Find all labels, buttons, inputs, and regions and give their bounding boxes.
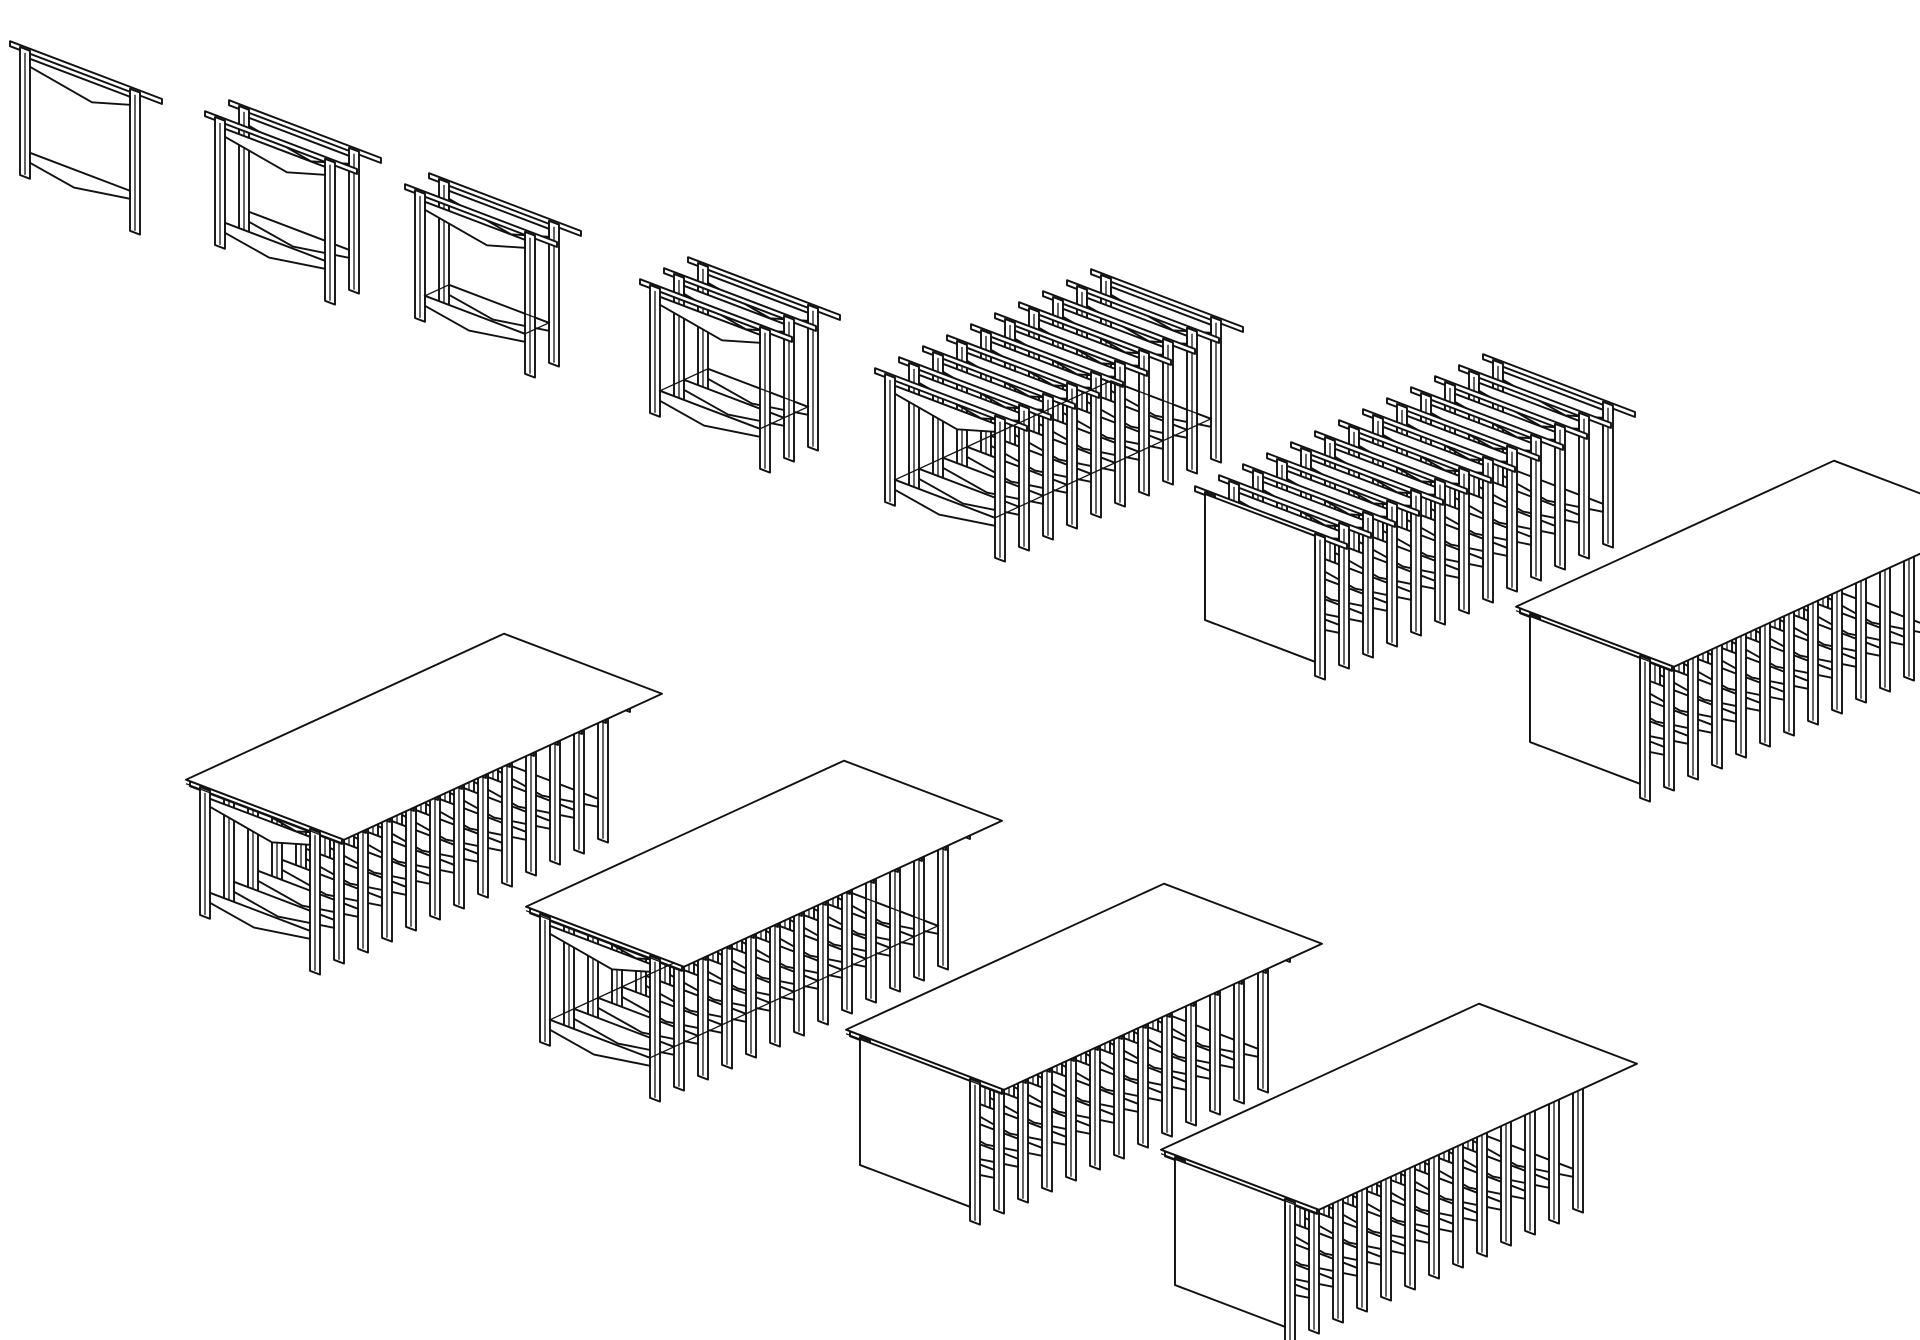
top-panel-edge [1160, 1153, 1320, 1215]
side-panel [1204, 493, 1316, 663]
stage-1 [9, 40, 163, 236]
top-panel [185, 632, 663, 841]
stage-8 [185, 632, 663, 976]
stage-5 [874, 268, 1244, 563]
top-panel-edge [845, 1033, 1005, 1095]
stage-6 [1194, 353, 1636, 681]
trestle-frame [663, 267, 817, 463]
trestle-frame [1338, 419, 1492, 615]
top-panel-edge [525, 910, 685, 972]
top-panel [525, 759, 1003, 968]
stages-layer [9, 40, 1920, 1340]
trestle-frame [1386, 397, 1540, 593]
stage-4 [639, 256, 841, 474]
floor-panel [893, 380, 1213, 519]
top-panel [1160, 1002, 1638, 1211]
trestle-frame [874, 367, 1028, 563]
top-panel-edge [1515, 610, 1675, 672]
stage-10 [845, 882, 1323, 1226]
top-panel [845, 882, 1323, 1091]
floor-panel [423, 284, 551, 335]
trestle-frame [639, 278, 793, 474]
trestle-frame [1410, 386, 1564, 582]
top-panel-edge [185, 783, 345, 845]
stage-3 [404, 172, 582, 379]
trestle-frame [1458, 364, 1612, 560]
floor-panel [658, 368, 810, 430]
trestle-frame [204, 110, 358, 306]
stage-9 [525, 759, 1003, 1103]
trestle-frame [404, 183, 558, 379]
trestle-frame [898, 356, 1052, 552]
trestle-frame [1482, 353, 1636, 549]
trestle-frame [9, 40, 163, 236]
stage-2 [204, 99, 382, 306]
stage-11 [1160, 1002, 1638, 1340]
top-panel [1515, 459, 1920, 668]
stage-7 [1515, 459, 1920, 803]
trestle-frame [1018, 301, 1172, 497]
